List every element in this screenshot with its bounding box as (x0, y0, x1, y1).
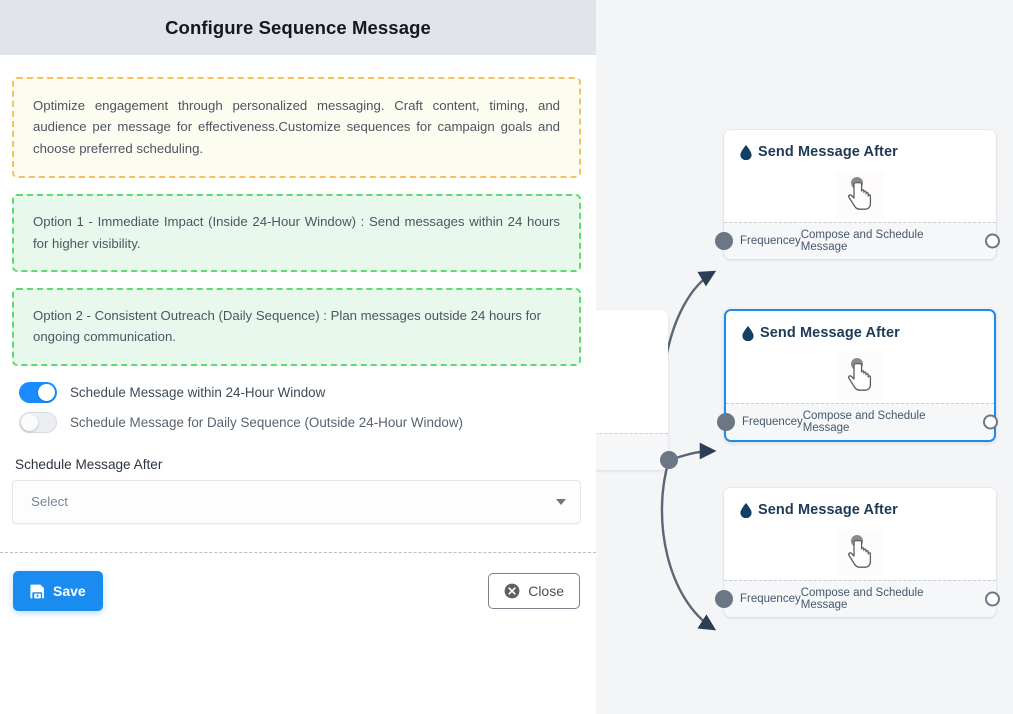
select-value: Select (31, 494, 68, 510)
node-footer: Frequencey Compose and Schedule Message (715, 222, 1000, 259)
floppy-disk-save-icon (30, 584, 44, 598)
water-drop-icon (740, 144, 752, 160)
node-footer-compose: Compose and Schedule Message (800, 229, 924, 253)
node-footer-compose: Compose and Schedule Message (800, 587, 924, 611)
node-footer-compose: Compose and Schedule Message (802, 410, 926, 434)
output-handle[interactable] (985, 233, 1000, 249)
flow-node-send-message-after-3[interactable]: Send Message After Frequencey Compose an… (715, 488, 1000, 617)
schedule-message-after-label: Schedule Message After (15, 456, 163, 472)
toggle-label-within-24h: Schedule Message within 24-Hour Window (70, 384, 326, 400)
schedule-message-after-select[interactable]: Select (12, 479, 581, 524)
node-title-text: Send Message After (758, 502, 898, 518)
node-footer-frequency: Frequencey (740, 235, 801, 247)
target-handle[interactable] (715, 590, 733, 608)
flow-node-send-message-after-2-selected[interactable]: Send Message After Frequencey Compose an… (717, 309, 998, 442)
close-button-label: Close (528, 583, 564, 599)
pointing-hand-cursor-icon (835, 172, 885, 218)
node-footer-frequency: Frequencey (740, 593, 801, 605)
save-button-label: Save (53, 583, 86, 599)
source-handle[interactable] (660, 451, 678, 469)
toggle-label-daily-sequence: Schedule Message for Daily Sequence (Out… (70, 414, 463, 430)
toggle-row-within-24h[interactable]: Schedule Message within 24-Hour Window (19, 381, 581, 403)
save-button[interactable]: Save (13, 571, 103, 611)
node-title-text: Send Message After (758, 144, 898, 160)
toggle-knob (38, 383, 55, 401)
output-handle[interactable] (985, 591, 1000, 607)
toggle-knob (21, 413, 38, 431)
flow-node-send-message-after-1[interactable]: Send Message After Frequencey Compose an… (715, 130, 1000, 259)
panel-body: Optimize engagement through personalized… (0, 55, 596, 524)
close-button[interactable]: Close (488, 573, 580, 609)
node-title-row: Send Message After (740, 144, 980, 160)
node-body: Send Message After (724, 130, 996, 222)
option-2-callout: Option 2 - Consistent Outreach (Daily Se… (12, 287, 581, 366)
output-handle[interactable] (983, 414, 998, 430)
water-drop-icon (740, 502, 752, 518)
option-1-callout: Option 1 - Immediate Impact (Inside 24-H… (12, 194, 581, 272)
node-title-text: Send Message After (760, 325, 900, 341)
flow-canvas[interactable]: ce Message Send Message After (468, 0, 1013, 714)
toggle-schedule-within-24-hour-window[interactable] (19, 381, 57, 403)
pointing-hand-cursor-icon (835, 530, 885, 576)
toggle-schedule-daily-sequence[interactable] (19, 411, 57, 433)
node-footer: Frequencey Compose and Schedule Message (715, 580, 1000, 617)
target-handle[interactable] (715, 232, 733, 250)
toggle-row-daily-sequence[interactable]: Schedule Message for Daily Sequence (Out… (19, 411, 581, 433)
pointing-hand-cursor-icon (835, 353, 885, 399)
configure-sequence-panel: Configure Sequence Message Optimize enga… (0, 0, 596, 611)
info-callout: Optimize engagement through personalized… (12, 77, 581, 179)
node-title-row: Send Message After (742, 325, 978, 341)
panel-header: Configure Sequence Message (0, 0, 596, 55)
target-handle[interactable] (717, 413, 735, 431)
node-body: Send Message After (726, 311, 994, 403)
node-footer-frequency: Frequencey (742, 416, 803, 428)
circle-x-icon (504, 583, 520, 599)
panel-footer: Save Close (0, 552, 596, 611)
water-drop-icon (742, 325, 754, 341)
page-title: Configure Sequence Message (165, 16, 431, 38)
node-body: Send Message After (724, 488, 996, 580)
chevron-down-icon (556, 498, 566, 505)
node-title-row: Send Message After (740, 502, 980, 518)
node-footer: Frequencey Compose and Schedule Message (717, 403, 998, 440)
